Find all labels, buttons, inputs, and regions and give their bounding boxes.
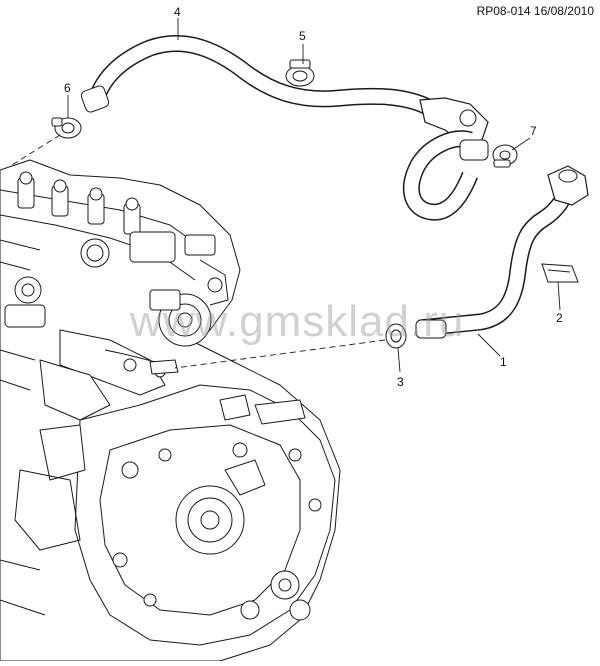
callout-3: 3 <box>397 375 404 389</box>
callout-2: 2 <box>556 311 563 325</box>
valve-fitting <box>459 139 489 161</box>
engine-transmission-assembly <box>0 159 341 662</box>
callout-1: 1 <box>500 355 507 369</box>
diagram-reference-code: RP08-014 16/08/2010 <box>476 4 594 18</box>
connection-lines <box>11 134 386 369</box>
dashed-line-upper <box>11 134 61 166</box>
callout-6: 6 <box>64 81 71 95</box>
hose-clip-2 <box>541 263 579 283</box>
hose-clamp-3 <box>385 323 407 349</box>
hose-clamp-5 <box>285 59 315 87</box>
callout-5: 5 <box>299 29 306 43</box>
hose-clamp-6 <box>51 117 82 139</box>
hose-end-fitting-lower <box>415 319 447 339</box>
dashed-line-lower <box>174 339 386 369</box>
hose-clamp-7 <box>492 144 518 168</box>
callout-7: 7 <box>530 124 537 138</box>
hose-end-fitting <box>80 85 110 113</box>
throttle-body <box>149 289 212 347</box>
transmission-housing <box>14 384 336 646</box>
watermark-text: www.gmsklad.ru <box>129 297 464 346</box>
upper-heater-hose <box>80 35 489 221</box>
leader-lines <box>67 18 561 373</box>
spark-plug-towers <box>17 171 141 235</box>
hose-connector-upper <box>547 165 589 206</box>
lower-heater-hose <box>415 165 589 339</box>
callout-4: 4 <box>174 5 181 19</box>
